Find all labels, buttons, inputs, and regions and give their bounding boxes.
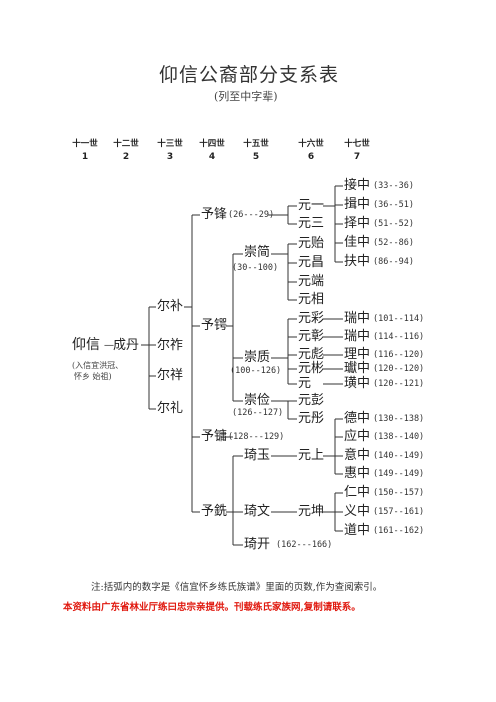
page-reference: (161--162)	[373, 526, 425, 536]
member-name: 接中	[344, 178, 371, 193]
member-name: 尔祥	[157, 368, 184, 383]
page-reference: (86--94)	[373, 257, 414, 267]
root-son: 成丹	[113, 338, 140, 353]
page-reference: (36--51)	[373, 200, 414, 210]
member-name: 尔补	[157, 299, 184, 314]
page-reference: (100--126)	[230, 366, 282, 376]
generation-label: 十一世	[72, 139, 98, 149]
member-name: 尔祚	[157, 338, 184, 353]
page-title: 仰信公裔部分支系表	[159, 64, 340, 86]
page-reference: (33--36)	[373, 181, 414, 191]
page-reference: (140--149)	[373, 451, 425, 461]
page-reference: (150--157)	[373, 488, 425, 498]
page-reference: (162---166)	[276, 540, 333, 550]
page-reference: (126--127)	[232, 408, 284, 418]
page-reference: (51--52)	[373, 219, 414, 229]
page-reference: (52--86)	[373, 238, 414, 248]
root-note: (入信宜洪冠、	[72, 361, 124, 370]
member-name: 义中	[344, 504, 371, 519]
member-name: 揖中	[344, 197, 371, 212]
member-name: 仁中	[344, 485, 371, 500]
page-reference: (101--114)	[373, 314, 425, 324]
member-name: 元彰	[298, 329, 325, 344]
member-name: 尔礼	[157, 401, 184, 416]
member-name: 予銑	[201, 504, 228, 519]
generation-label: 十三世	[157, 139, 183, 149]
member-name: 元贻	[298, 236, 325, 251]
generation-label: 十五世	[243, 139, 269, 149]
member-name: 佳中	[344, 235, 371, 250]
member-name: 元彬	[298, 361, 325, 376]
generation-label: 十四世	[199, 139, 225, 149]
page-reference: (120--121)	[373, 379, 425, 389]
member-name: 元	[298, 376, 312, 391]
page-reference: (149--149)	[373, 469, 425, 479]
member-name: 琦开	[244, 537, 271, 552]
member-name: 元端	[298, 274, 325, 289]
member-name: 理中	[344, 347, 371, 362]
member-name: 元彩	[298, 311, 325, 326]
member-name: 元一	[298, 198, 325, 213]
page-subtitle: (列至中字辈)	[214, 90, 278, 103]
member-name: 瑞中	[344, 311, 371, 326]
generation-label: 十二世	[113, 139, 139, 149]
page-reference: (116--120)	[373, 350, 425, 360]
footnote: 注:括弧内的数字是《信宜怀乡练氏族谱》里面的页数,作为查阅索引。	[91, 582, 383, 593]
member-name: 予锷	[201, 318, 228, 333]
generation-number: 7	[353, 152, 361, 162]
generation-number: 5	[252, 152, 260, 162]
page-reference: (130--138)	[373, 414, 425, 424]
member-name: 予镛	[201, 429, 228, 444]
member-name: 琦玉	[244, 448, 271, 463]
member-name: 瑞中	[344, 329, 371, 344]
page-reference: (30--100)	[232, 263, 279, 273]
root-ancestor: 仰信	[72, 337, 100, 353]
member-name: 惠中	[344, 466, 371, 481]
member-name: 道中	[344, 523, 371, 538]
member-name: 元坤	[298, 504, 325, 519]
member-name: 崇俭	[244, 393, 271, 408]
generation-number: 4	[208, 152, 216, 162]
page-reference: (114--116)	[373, 332, 425, 342]
generation-number: 2	[122, 152, 130, 162]
page-reference: (26---29)	[228, 210, 275, 220]
member-name: 琦文	[244, 504, 271, 519]
member-name: 德中	[344, 411, 371, 426]
member-name: 元彭	[298, 393, 325, 408]
source-credit: 本资料由广东省林业厅练曰忠宗亲提供。刊载练氏家族网,复制请联系。	[63, 602, 361, 613]
member-name: 扶中	[344, 254, 371, 269]
member-name: 璜中	[344, 376, 371, 391]
member-name: 元彪	[298, 347, 325, 362]
member-name: 择中	[344, 216, 371, 231]
page-reference: (157--161)	[373, 507, 425, 517]
member-name: 元相	[298, 292, 325, 307]
page-reference: (120--120)	[373, 364, 425, 374]
member-name: 元彤	[298, 411, 325, 426]
member-name: 元上	[298, 448, 325, 463]
page-reference: (128---129)	[228, 432, 285, 442]
generation-label: 十六世	[298, 139, 324, 149]
page-reference: (138--140)	[373, 432, 425, 442]
generation-number: 6	[307, 152, 315, 162]
member-name: 元三	[298, 216, 325, 231]
member-name: 应中	[344, 429, 371, 444]
generation-number: 1	[81, 152, 89, 162]
generation-number: 3	[166, 152, 174, 162]
member-name: 崇简	[244, 245, 271, 260]
member-name: 崇质	[244, 350, 271, 365]
generation-label: 十七世	[344, 139, 370, 149]
member-name: 瓛中	[344, 361, 371, 376]
member-name: 意中	[344, 448, 371, 463]
member-name: 元昌	[298, 255, 325, 270]
root-note: 怀乡 始祖)	[74, 372, 112, 381]
member-name: 予锋	[201, 207, 228, 222]
